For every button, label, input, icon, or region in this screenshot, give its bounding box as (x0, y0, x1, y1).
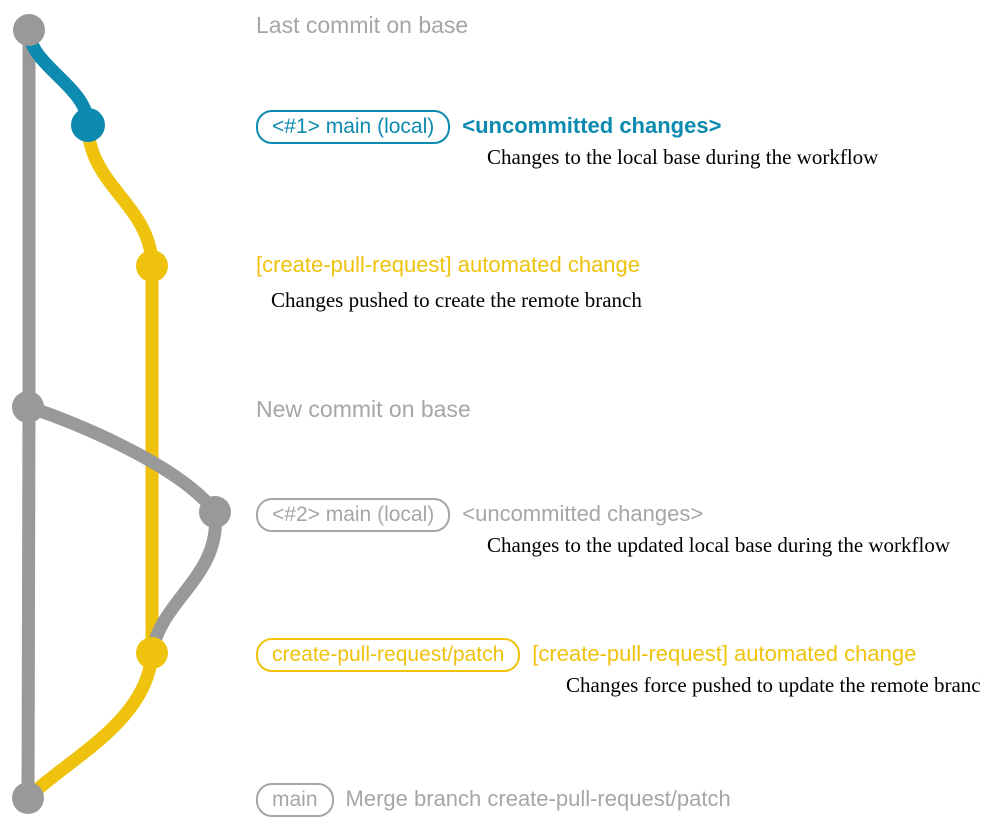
row-merge-commit: main Merge branch create-pull-request/pa… (256, 783, 731, 817)
node-local-uncommitted-2[interactable] (199, 496, 231, 528)
commit-subject-automated-change-2: [create-pull-request] automated change (532, 641, 917, 666)
commit-graph (12, 14, 231, 814)
commit-subject-local-1: <uncommitted changes> (462, 113, 722, 138)
node-automated-change-1[interactable] (136, 250, 168, 282)
commit-subject-local-2: <uncommitted changes> (462, 501, 704, 526)
commit-note-automated-change-1: Changes pushed to create the remote bran… (271, 288, 642, 312)
commit-note-automated-change-2: Changes force pushed to update the remot… (566, 673, 981, 697)
branch-label-local-1[interactable]: <#1> main (local) (256, 110, 451, 144)
edge-local-2-to-patch-2 (145, 505, 222, 660)
row-automated-change-2: create-pull-request/patch [create-pull-r… (256, 638, 916, 672)
branch-label-patch[interactable]: create-pull-request/patch (256, 638, 521, 672)
commit-subject-merge: Merge branch create-pull-request/patch (345, 786, 731, 811)
row-local-1: <#1> main (local) <uncommitted changes> (256, 110, 721, 144)
node-automated-change-2[interactable] (136, 637, 168, 669)
edge-patch-2-to-merge (21, 646, 159, 805)
node-new-commit-on-base[interactable] (12, 391, 44, 423)
commit-note-local-1: Changes to the local base during the wor… (487, 145, 879, 169)
headline-new-commit-on-base: New commit on base (256, 396, 471, 422)
commit-subject-automated-change-1: [create-pull-request] automated change (256, 252, 641, 277)
edge-local-1-to-patch-1 (81, 118, 159, 273)
commit-note-local-2: Changes to the updated local base during… (487, 533, 951, 557)
row-local-2: <#2> main (local) <uncommitted changes> (256, 498, 703, 532)
headline-last-commit-on-base: Last commit on base (256, 12, 469, 38)
node-local-uncommitted-1[interactable] (71, 108, 105, 142)
branch-label-main[interactable]: main (256, 783, 334, 817)
node-last-commit-on-base[interactable] (13, 14, 45, 46)
edge-base-to-local-2 (21, 400, 222, 519)
node-merge-commit[interactable] (12, 782, 44, 814)
row-automated-change-1: [create-pull-request] automated change (256, 254, 640, 276)
branch-label-local-2[interactable]: <#2> main (local) (256, 498, 451, 532)
